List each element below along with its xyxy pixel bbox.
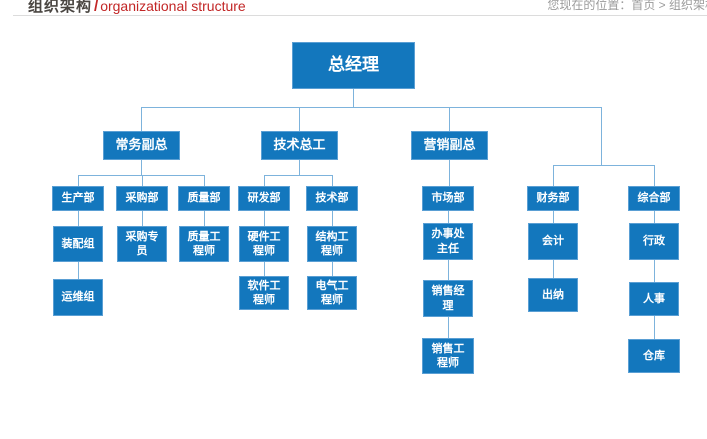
org-node-purchasing-specialist: 采购专 员: [117, 226, 167, 262]
org-node-administration: 行政: [629, 223, 679, 260]
connector-line: [654, 211, 655, 223]
connector-line: [141, 107, 601, 108]
org-node-quality-dept: 质量部: [178, 186, 230, 211]
connector-line: [142, 211, 143, 226]
connector-line: [264, 175, 332, 176]
org-node-general-manager: 总经理: [292, 42, 415, 89]
connector-line: [654, 316, 655, 339]
connector-line: [78, 262, 79, 279]
connector-line: [449, 160, 450, 186]
connector-line: [299, 107, 300, 131]
org-node-executive-vp: 常务副总: [103, 131, 180, 160]
org-node-tech-dept: 技术部: [306, 186, 358, 211]
connector-line: [332, 175, 333, 186]
org-node-assembly-group: 装配组: [53, 226, 103, 262]
connector-line: [448, 317, 449, 338]
org-node-production-dept: 生产部: [52, 186, 104, 211]
org-node-rd-dept: 研发部: [238, 186, 290, 211]
connector-line: [78, 211, 79, 226]
connector-line: [553, 211, 554, 223]
connector-line: [553, 165, 654, 166]
connector-line: [449, 107, 450, 131]
connector-line: [204, 175, 205, 186]
connector-line: [332, 262, 333, 276]
connector-line: [264, 175, 265, 186]
org-node-market-dept: 市场部: [422, 186, 474, 211]
connector-line: [264, 211, 265, 226]
connector-line: [448, 260, 449, 280]
page-title-zh: 组织架构: [28, 0, 93, 15]
org-node-hardware-engineer: 硬件工 程师: [239, 226, 289, 262]
connector-line: [264, 262, 265, 276]
title-separator-slash: /: [94, 0, 99, 15]
connector-line: [204, 211, 205, 226]
org-node-electrical-engineer: 电气工 程师: [307, 276, 357, 310]
connector-line: [448, 211, 449, 223]
connector-line: [654, 165, 655, 186]
connector-line: [141, 107, 142, 131]
org-node-structural-engineer: 结构工 程师: [307, 226, 357, 262]
connector-line: [553, 165, 554, 186]
connector-line: [78, 175, 79, 186]
connector-line: [601, 107, 602, 165]
org-node-purchasing-dept: 采购部: [116, 186, 168, 211]
org-node-warehouse: 仓库: [628, 339, 680, 373]
org-node-sales-manager: 销售经 理: [423, 280, 473, 317]
org-node-cashier: 出纳: [528, 278, 578, 312]
connector-line: [299, 160, 300, 175]
connector-line: [142, 175, 143, 186]
org-node-marketing-vp: 营销副总: [411, 131, 488, 160]
org-node-software-engineer: 软件工 程师: [239, 276, 289, 310]
org-node-office-director: 办事处 主任: [423, 223, 473, 260]
org-node-chief-engineer: 技术总工: [261, 131, 338, 160]
connector-line: [78, 175, 204, 176]
breadcrumb: 您现在的位置：首页 > 组织架构: [547, 0, 707, 12]
org-node-general-affairs-dept: 综合部: [628, 186, 680, 211]
org-node-hr: 人事: [629, 282, 679, 316]
connector-line: [654, 260, 655, 282]
header-divider: [13, 15, 707, 16]
org-node-accountant: 会计: [528, 223, 578, 260]
page-title: 组织架构/organizational structure: [28, 0, 246, 16]
connector-line: [141, 160, 142, 175]
org-node-quality-engineer: 质量工 程师: [179, 226, 229, 262]
connector-line: [353, 89, 354, 107]
org-node-finance-dept: 财务部: [527, 186, 579, 211]
org-node-sales-engineer: 销售工 程师: [422, 338, 474, 374]
org-node-operations-group: 运维组: [53, 279, 103, 316]
connector-line: [553, 260, 554, 278]
connector-line: [332, 211, 333, 226]
page-title-en: organizational structure: [100, 0, 246, 14]
